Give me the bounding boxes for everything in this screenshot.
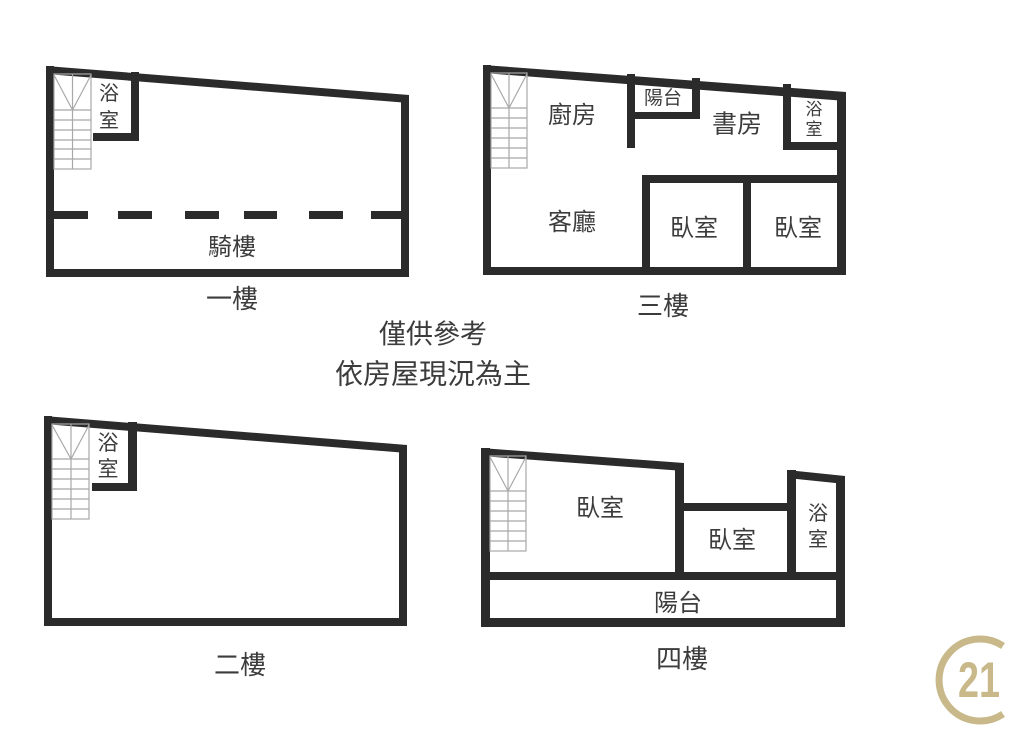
room-label-bathroom-top: 浴 [806,100,823,120]
labels-3f: 廚房 陽台 書房 浴 室 客廳 臥室 臥室 三樓 [548,87,823,322]
room-label-bathroom-top: 浴 [808,501,828,525]
left-wall [44,416,52,626]
labels-4f: 臥室 臥室 浴 室 陽台 四樓 [576,494,828,675]
disclaimer-line-1: 僅供參考 [379,320,487,351]
walls-1f [46,66,409,277]
room-label-balcony: 陽台 [644,87,682,109]
walls-4f [481,448,845,627]
walls-2f [44,416,407,626]
bottom-wall [44,618,407,626]
floor-plan-2f: 浴 室 二樓 [44,416,407,681]
room-label-living-room: 客廳 [548,208,596,236]
bedroom-1-wall-right [675,463,684,576]
disclaimer-note: 僅供參考 依房屋現況為主 [335,320,531,391]
left-wall [46,66,54,277]
left-wall [481,448,490,627]
right-wall [401,95,409,277]
room-label-bedroom-1: 臥室 [670,214,718,242]
bottom-wall [483,267,846,275]
bedroom-2-wall-top [684,503,790,511]
left-wall [483,65,491,275]
right-wall [837,92,846,275]
floor-plan-4f: 臥室 臥室 浴 室 陽台 四樓 [481,448,845,675]
room-label-study: 書房 [712,110,762,139]
staircase-icon [490,72,528,169]
right-wall [836,476,845,627]
staircase-icon [489,455,527,552]
room-label-arcade: 騎樓 [208,233,256,261]
bedroom-wall-left [642,175,650,270]
floor-title-4f: 四樓 [656,645,708,675]
balcony-wall-bottom [635,112,700,119]
bathroom-wall-right [131,72,139,141]
kitchen-wall [627,74,635,148]
bathroom-wall-left [783,84,791,150]
top-wall [483,65,846,101]
walls-3f [483,65,846,275]
floor-plan-3f: 廚房 陽台 書房 浴 室 客廳 臥室 臥室 三樓 [483,65,846,322]
floor-title-2f: 二樓 [214,651,266,681]
room-label-bathroom-bottom: 室 [99,108,119,132]
room-label-bedroom-2: 臥室 [708,526,756,554]
labels-2f: 浴 室 二樓 [98,431,267,681]
room-label-balcony: 陽台 [654,589,702,617]
bathroom-wall-bottom [92,483,137,491]
arcade-dashed-line [47,211,402,219]
century21-logo-icon: 21 [935,635,1005,725]
bedroom-wall-top [642,175,837,183]
disclaimer-line-2: 依房屋現況為主 [335,358,531,391]
labels-1f: 浴 室 騎樓 一樓 [99,81,258,315]
floor-plan-1f: 浴 室 騎樓 一樓 [46,66,409,315]
bathroom-wall-bottom [783,142,845,150]
bathroom-wall-left [787,470,796,576]
room-label-bedroom-2: 臥室 [774,214,822,242]
bedroom-wall-divider [743,175,751,270]
bottom-wall [481,618,845,627]
room-label-bathroom-top: 浴 [99,81,119,105]
room-label-bathroom-bottom: 室 [808,527,828,551]
staircase-icon [53,73,92,170]
floor-title-1f: 一樓 [206,285,258,315]
logo-text: 21 [958,652,1000,708]
right-wall [399,445,407,626]
top-wall-left [481,448,684,471]
room-label-kitchen: 廚房 [548,101,596,129]
room-label-bathroom-bottom: 室 [98,457,119,481]
balcony-wall-right [692,78,700,119]
staircase-icon [51,423,90,520]
floor-title-3f: 三樓 [637,292,689,322]
room-label-bathroom-top: 浴 [98,431,119,455]
bathroom-wall-right [128,422,137,491]
bathroom-wall-top [787,470,845,484]
room-label-bathroom-bottom: 室 [806,120,823,140]
bathroom-wall-bottom [93,133,139,141]
logo-arc [935,635,1005,725]
balcony-wall-top [481,572,845,580]
room-label-bedroom-1: 臥室 [576,494,624,522]
bottom-wall [46,269,409,277]
